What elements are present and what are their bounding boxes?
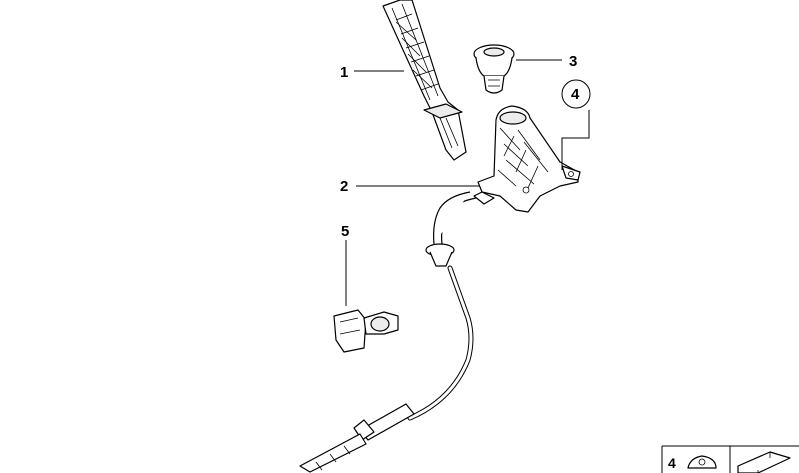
inset-wedge [737,451,791,473]
leader-lines [345,59,590,306]
callout-2: 2 [340,178,348,195]
shift-cable [299,191,477,473]
inset-nut [687,455,717,469]
part-2-selector-housing [473,105,581,213]
callout-5: 5 [341,223,349,240]
callout-1: 1 [340,64,348,81]
part-1-shift-lever [382,0,467,161]
leader-4 [561,110,590,170]
inset-panel: 4 [661,445,799,473]
part-3-bushing [473,44,515,94]
part-5-clip [333,309,399,353]
callout-4-circle [561,79,591,109]
callout-3: 3 [569,53,577,70]
inset-number: 4 [668,455,676,471]
callout-4: 4 [571,86,580,103]
